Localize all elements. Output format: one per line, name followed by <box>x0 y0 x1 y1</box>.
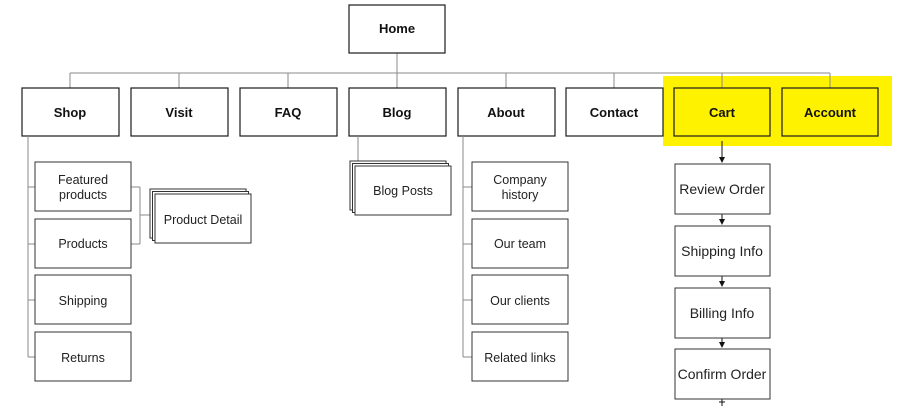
nav-blog-label: Blog <box>383 105 412 120</box>
shipping-label: Shipping <box>59 294 108 308</box>
product-detail-stack[interactable]: Product Detail <box>149 188 252 244</box>
nav-blog[interactable]: Blog <box>348 87 447 137</box>
home-node[interactable]: Home <box>348 4 446 54</box>
nav-cart[interactable]: Cart <box>673 87 771 137</box>
cart-shipping-info[interactable]: Shipping Info <box>674 225 771 277</box>
nav-about[interactable]: About <box>457 87 556 137</box>
history-line1: Company <box>493 173 547 187</box>
review-order-label: Review Order <box>679 181 765 197</box>
blog-posts-label: Blog Posts <box>373 184 433 198</box>
history-line2: history <box>502 188 540 202</box>
shipping-info-label: Shipping Info <box>681 243 763 259</box>
nav-faq-label: FAQ <box>275 105 302 120</box>
products-label: Products <box>58 237 107 251</box>
product-detail-label: Product Detail <box>164 213 243 227</box>
returns-label: Returns <box>61 351 105 365</box>
clients-label: Our clients <box>490 294 550 308</box>
nav-cart-label: Cart <box>709 105 736 120</box>
nav-faq[interactable]: FAQ <box>239 87 338 137</box>
home-connectors <box>69 53 831 88</box>
cart-billing-info[interactable]: Billing Info <box>674 287 771 339</box>
nav-about-label: About <box>487 105 525 120</box>
cart-review-order[interactable]: Review Order <box>674 163 771 215</box>
shop-shipping[interactable]: Shipping <box>34 274 132 325</box>
nav-visit[interactable]: Visit <box>130 87 229 137</box>
links-label: Related links <box>484 351 556 365</box>
featured-line1: Featured <box>58 173 108 187</box>
nav-visit-label: Visit <box>165 105 193 120</box>
nav-shop-label: Shop <box>54 105 87 120</box>
nav-account[interactable]: Account <box>781 87 879 137</box>
nav-shop[interactable]: Shop <box>21 87 120 137</box>
shop-returns[interactable]: Returns <box>34 331 132 382</box>
nav-contact-label: Contact <box>590 105 639 120</box>
confirm-order-label: Confirm Order <box>678 366 767 382</box>
blog-posts-stack[interactable]: Blog Posts <box>349 160 452 216</box>
about-related-links[interactable]: Related links <box>471 331 569 382</box>
about-our-team[interactable]: Our team <box>471 218 569 269</box>
team-label: Our team <box>494 237 546 251</box>
about-company-history[interactable]: Company history <box>471 161 569 212</box>
shop-featured-products[interactable]: Featured products <box>34 161 132 212</box>
shop-connectors <box>27 136 150 358</box>
cart-flow-arrows <box>719 141 725 406</box>
about-connectors <box>462 136 472 358</box>
nav-account-label: Account <box>804 105 857 120</box>
billing-info-label: Billing Info <box>690 305 755 321</box>
nav-contact[interactable]: Contact <box>565 87 664 137</box>
cart-confirm-order[interactable]: Confirm Order <box>674 348 771 400</box>
home-label: Home <box>379 21 415 36</box>
about-our-clients[interactable]: Our clients <box>471 274 569 325</box>
featured-line2: products <box>59 188 107 202</box>
shop-products[interactable]: Products <box>34 218 132 269</box>
